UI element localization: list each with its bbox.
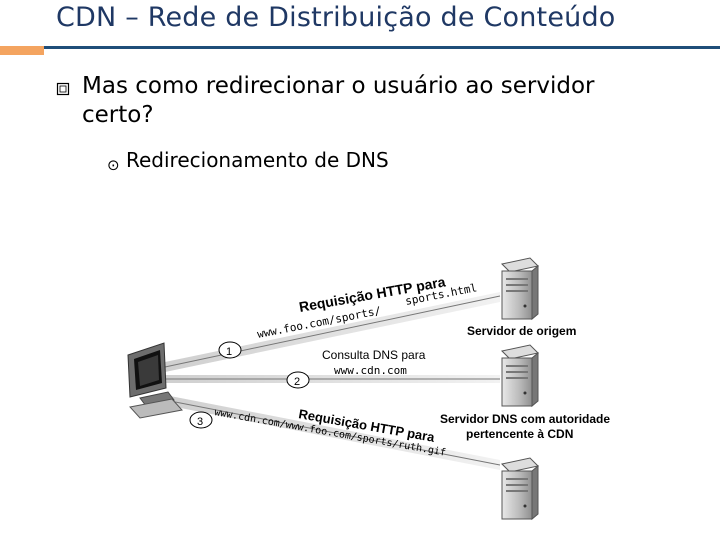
svg-text:1: 1 (226, 346, 232, 358)
title-rule (0, 46, 720, 49)
dns-server-label-line1: Servidor DNS com autoridade (440, 412, 610, 426)
step-2-marker: 2 (286, 371, 310, 389)
step-1-marker: 1 (218, 341, 242, 359)
svg-text:2: 2 (294, 376, 300, 388)
dns-server-label-line2: pertencente à CDN (466, 427, 573, 441)
cdn-server-icon (500, 457, 540, 521)
bullet-question: Mas como redirecionar o usuário ao servi… (82, 73, 595, 128)
step2-host: www.cdn.com (334, 364, 407, 377)
title-rule-accent (0, 46, 44, 55)
client-computer-icon (127, 342, 183, 419)
svg-text:3: 3 (197, 416, 203, 428)
slide-title: CDN – Rede de Distribuição de Conteúdo (56, 2, 616, 33)
bullet-dns-redirection: Redirecionamento de DNS (126, 148, 389, 172)
origin-server-icon (500, 257, 540, 321)
step2-label: Consulta DNS para (322, 348, 426, 362)
target-bullet-icon: ⊙ (107, 156, 120, 174)
square-bullet-icon (56, 82, 70, 96)
origin-server-label: Servidor de origem (467, 324, 576, 338)
step-3-marker: 3 (189, 411, 213, 429)
dns-server-icon (500, 344, 540, 408)
